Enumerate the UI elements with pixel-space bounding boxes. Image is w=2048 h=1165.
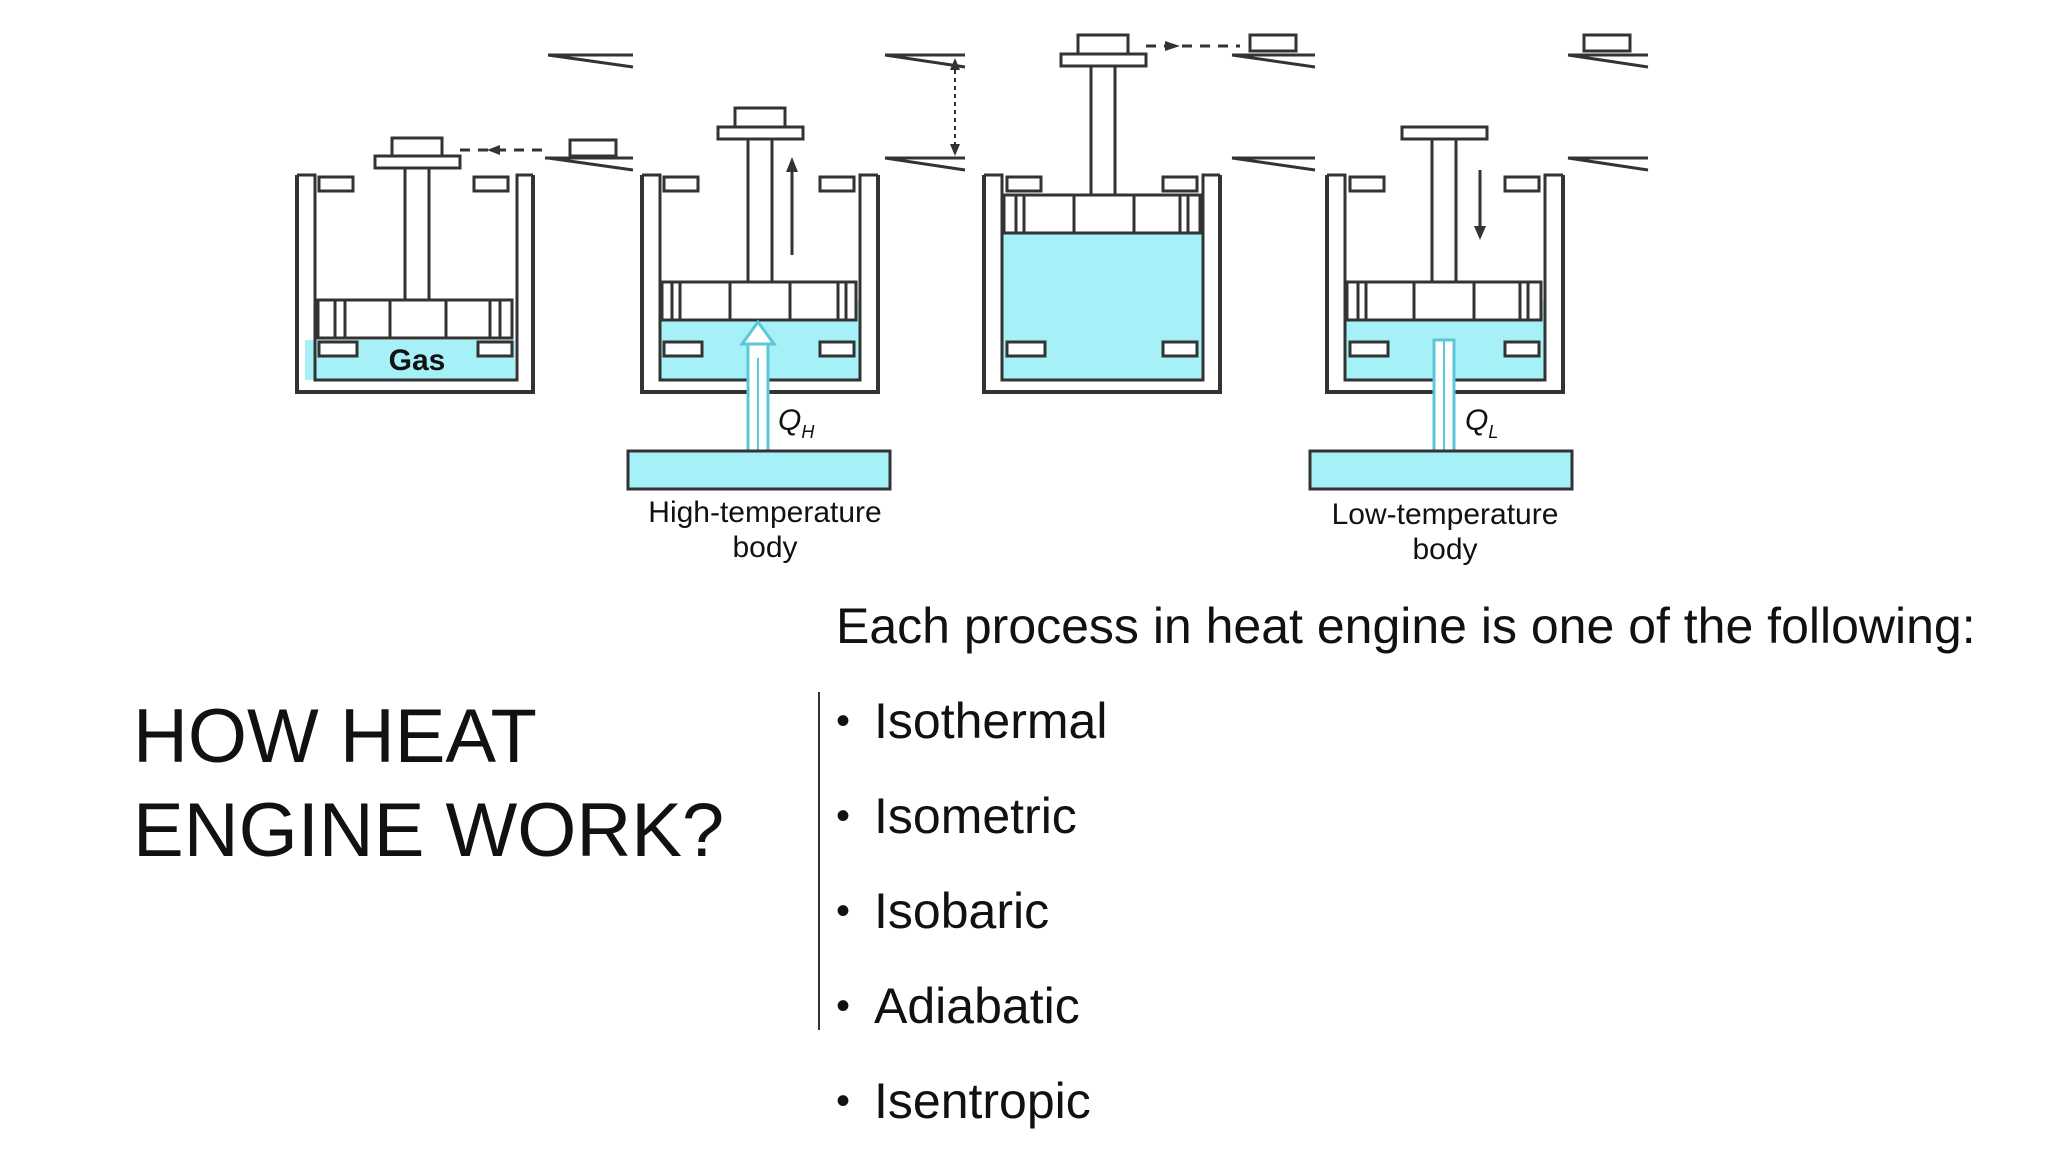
bullet-icon: • [836, 794, 851, 838]
heat-in-label: QH [778, 404, 815, 442]
cylinder-3 [982, 33, 1316, 394]
list-item: • Adiabatic [836, 975, 1107, 1070]
title-line-1: HOW HEAT [133, 694, 537, 779]
piston [1002, 193, 1202, 235]
cold-body-label-1: Low-temperature [1332, 498, 1559, 531]
hot-body-label-1: High-temperature [648, 496, 881, 529]
bullet-label: Isothermal [874, 693, 1108, 749]
cylinder-4: QL Low-temperature body [1308, 33, 1649, 566]
cold-body-label-2: body [1412, 533, 1477, 566]
hot-body-label-2: body [732, 531, 797, 564]
list-item: • Isobaric [836, 880, 1107, 975]
title-line-2: ENGINE WORK? [133, 788, 725, 873]
piston [660, 280, 858, 322]
process-list: • Isothermal • Isometric • Isobaric • Adiaba… [836, 690, 1107, 1165]
bullet-icon: • [836, 699, 851, 743]
cold-body [1308, 449, 1574, 491]
piston [1345, 280, 1543, 322]
slide-title: HOW HEAT ENGINE WORK? [133, 690, 724, 878]
bullet-icon: • [836, 984, 851, 1028]
cylinder-2: QH High-temperature body [626, 53, 966, 564]
hot-body [626, 449, 892, 491]
bullet-label: Isometric [874, 788, 1077, 844]
bullet-label: Isentropic [874, 1073, 1091, 1129]
heat-engine-diagram: Gas QH High-temperature body [295, 33, 1649, 566]
bullet-icon: • [836, 889, 851, 933]
cylinder-1: Gas [295, 53, 634, 394]
piston [316, 298, 514, 340]
bullet-label: Adiabatic [874, 978, 1080, 1034]
list-item: • Isothermal [836, 690, 1107, 785]
heat-out-label: QL [1465, 404, 1498, 442]
list-item: • Isometric [836, 785, 1107, 880]
bullet-icon: • [836, 1079, 851, 1123]
intro-text: Each process in heat engine is one of th… [836, 598, 1976, 654]
list-item: • Isentropic [836, 1070, 1107, 1165]
bullet-label: Isobaric [874, 883, 1050, 939]
gas-label: Gas [389, 344, 446, 377]
vertical-divider [818, 692, 820, 1030]
